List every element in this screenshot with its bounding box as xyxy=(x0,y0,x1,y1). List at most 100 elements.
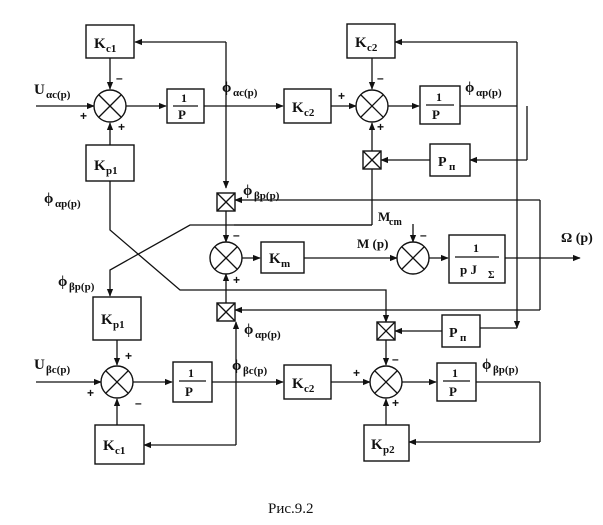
svg-text:ϕ: ϕ xyxy=(482,357,491,373)
sum-junction-beta-input xyxy=(100,365,134,399)
svg-text:+: + xyxy=(377,120,384,134)
block-kc2-mid-top: K c2 xyxy=(283,88,332,124)
svg-text:K: K xyxy=(103,438,115,454)
figure-caption: Рис.9.2 xyxy=(268,501,314,517)
wires-beta xyxy=(36,321,541,449)
svg-text:p2: p2 xyxy=(383,444,395,456)
svg-text:αp(p): αp(p) xyxy=(55,198,81,210)
svg-text:βp(p): βp(p) xyxy=(254,190,280,202)
block-kc2-bot: K c2 xyxy=(283,364,332,400)
svg-text:βc(p): βc(p) xyxy=(46,364,70,376)
svg-text:п: п xyxy=(449,161,456,173)
svg-text:c2: c2 xyxy=(367,42,378,54)
svg-text:c1: c1 xyxy=(106,43,116,55)
svg-text:αp(p): αp(p) xyxy=(476,87,502,99)
block-int-b: 1 P xyxy=(419,85,461,125)
sum-junction-alpha-output xyxy=(355,89,389,123)
svg-text:K: K xyxy=(292,100,304,116)
svg-text:ϕ: ϕ xyxy=(465,80,474,96)
svg-text:M (p): M (p) xyxy=(357,236,388,251)
svg-text:K: K xyxy=(94,158,106,174)
svg-text:+: + xyxy=(233,273,240,287)
svg-text:ϕ: ϕ xyxy=(232,358,241,374)
svg-text:K: K xyxy=(269,251,281,267)
svg-text:+: + xyxy=(87,386,94,400)
svg-text:K: K xyxy=(94,36,106,52)
block-kc1-top: K c1 xyxy=(85,24,135,59)
label-omega: Ω (p) xyxy=(561,231,593,246)
svg-text:ϕ: ϕ xyxy=(244,322,253,338)
block-pp-bot: P п xyxy=(441,314,481,348)
svg-text:p1: p1 xyxy=(113,319,125,331)
svg-text:αc(p): αc(p) xyxy=(46,89,71,101)
svg-text:+: + xyxy=(353,366,360,380)
svg-text:1: 1 xyxy=(436,90,442,104)
svg-text:+: + xyxy=(80,109,87,123)
svg-text:p1: p1 xyxy=(106,165,118,177)
block-inertia: 1 p J Σ xyxy=(448,234,506,284)
block-int-d: 1 P xyxy=(436,362,477,402)
svg-text:c1: c1 xyxy=(115,445,125,457)
multipliers xyxy=(216,150,396,341)
multiplier-alpha-p xyxy=(216,302,236,322)
sum-junction-alpha-input xyxy=(93,89,127,123)
svg-text:K: K xyxy=(355,35,367,51)
svg-text:–: – xyxy=(420,228,427,242)
svg-text:K: K xyxy=(292,376,304,392)
svg-text:Σ: Σ xyxy=(488,270,495,281)
block-kc1-bot: K c1 xyxy=(94,424,145,465)
svg-text:–: – xyxy=(377,71,384,85)
sign-markers: – + + + – + – + – + + – + – + xyxy=(80,71,427,410)
svg-text:c2: c2 xyxy=(304,383,315,395)
svg-text:–: – xyxy=(392,352,399,366)
svg-text:βp(p): βp(p) xyxy=(69,281,95,293)
multiplier-beta-p xyxy=(216,192,236,212)
svg-text:K: K xyxy=(101,312,113,328)
svg-text:+: + xyxy=(338,89,345,103)
svg-text:–: – xyxy=(233,228,240,242)
sum-junctions xyxy=(93,89,430,399)
multiplier-top-right xyxy=(362,150,382,170)
svg-text:п: п xyxy=(460,332,467,344)
svg-text:m: m xyxy=(281,258,290,270)
svg-text:P: P xyxy=(185,384,193,399)
svg-text:P: P xyxy=(449,384,457,399)
multiplier-bottom-right xyxy=(376,321,396,341)
label-m-p: M (p) xyxy=(357,236,388,251)
svg-text:1: 1 xyxy=(181,91,187,105)
svg-text:P: P xyxy=(449,326,458,341)
svg-text:+: + xyxy=(392,396,399,410)
svg-text:U: U xyxy=(34,82,45,98)
svg-text:p J: p J xyxy=(460,262,477,277)
block-pp-top: P п xyxy=(429,143,471,177)
svg-text:P: P xyxy=(178,107,186,122)
svg-text:+: + xyxy=(125,349,132,363)
svg-text:ϕ: ϕ xyxy=(58,274,67,290)
svg-text:–: – xyxy=(135,396,142,410)
svg-text:M: M xyxy=(378,209,390,224)
svg-text:1: 1 xyxy=(188,366,194,380)
svg-text:αc(p): αc(p) xyxy=(233,87,258,99)
block-int-a: 1 P xyxy=(166,88,205,124)
block-int-c: 1 P xyxy=(172,361,213,403)
svg-text:1: 1 xyxy=(452,366,458,380)
svg-text:P: P xyxy=(432,107,440,122)
svg-text:U: U xyxy=(34,357,45,373)
block-kp1-bot: K p1 xyxy=(92,296,142,341)
svg-text:ϕ: ϕ xyxy=(243,183,252,199)
svg-text:c2: c2 xyxy=(304,107,315,119)
sum-junction-torque xyxy=(209,241,243,275)
label-m-cm: Mcm xyxy=(378,209,402,228)
sum-junction-load xyxy=(396,241,430,275)
